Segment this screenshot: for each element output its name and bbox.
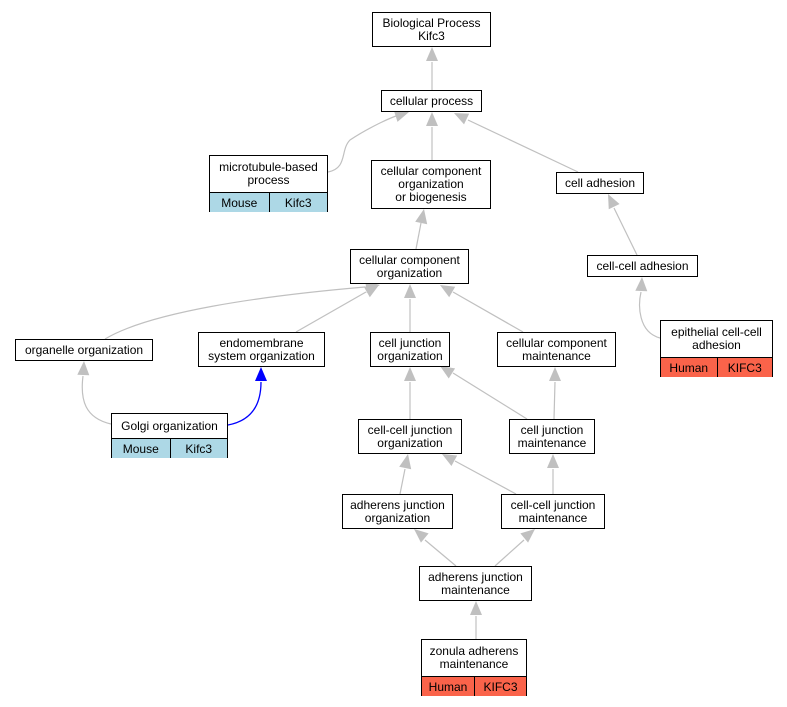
species-tag: Human — [661, 358, 717, 377]
e-cjm-ccm-arrowhead — [549, 367, 561, 381]
node-label: cellular process — [389, 93, 474, 108]
e-epi-cca-arrowhead — [635, 277, 648, 292]
e-ccob-cp-arrowhead — [426, 112, 438, 126]
node-cco[interactable]: cellular component organization — [350, 249, 469, 284]
e-cco-ccob-arrowhead — [415, 209, 428, 225]
node-cell-cell-adhesion[interactable]: cell-cell adhesion — [587, 255, 698, 277]
e-ccm-cco — [452, 291, 524, 333]
node-organelle[interactable]: organelle organization — [15, 339, 153, 361]
e-ajo-ccjo — [399, 468, 406, 495]
node-label: Golgi organization — [121, 418, 218, 433]
e-ca-cp-arrowhead — [454, 113, 470, 125]
e-cca-ca — [613, 207, 638, 256]
node-label: endomembrane system organization — [208, 335, 315, 363]
node-label: Biological Process Kifc3 — [382, 15, 481, 43]
e-endo-cco-arrowhead — [363, 285, 379, 298]
node-label: cell junction maintenance — [517, 422, 587, 450]
e-ccjm-ccjo-arrowhead — [442, 454, 458, 466]
e-ajm-ccjm-arrowhead — [520, 529, 535, 543]
species-tag: Mouse — [112, 439, 170, 458]
node-endomembrane[interactable]: endomembrane system organization — [198, 332, 325, 367]
e-golgi-endo-arrowhead — [255, 367, 267, 381]
node-label: cell adhesion — [564, 175, 636, 190]
e-ca-cp — [467, 119, 579, 173]
e-golgi-org — [81, 375, 112, 425]
e-zon-ajm-arrowhead — [470, 601, 482, 615]
e-mt-cp-arrowhead — [393, 110, 409, 122]
e-cjm-ccm — [553, 381, 556, 420]
node-label: cellular component maintenance — [506, 335, 607, 363]
e-ccjm-ccjo — [454, 460, 517, 495]
node-label: zonula adherens maintenance — [429, 644, 519, 671]
node-label: adherens junction maintenance — [428, 569, 523, 597]
node-cjo[interactable]: cell junction organization — [370, 332, 450, 367]
e-golgi-endo — [227, 381, 262, 426]
node-label: adherens junction organization — [350, 497, 445, 525]
e-golgi-org-arrowhead — [77, 361, 90, 376]
e-cp-root-arrowhead — [426, 47, 438, 61]
node-cellular-process[interactable]: cellular process — [381, 90, 482, 112]
node-root[interactable]: Biological Process Kifc3 — [372, 12, 491, 47]
e-mt-cp — [327, 115, 397, 173]
node-ccob[interactable]: cellular component organization or bioge… — [371, 160, 491, 209]
node-label: cellular component organization or bioge… — [380, 164, 482, 204]
gene-tag: KIFC3 — [474, 677, 526, 696]
node-cjm[interactable]: cell junction maintenance — [509, 419, 595, 454]
e-cjo-cco-arrowhead — [404, 284, 416, 298]
e-ccm-cco-arrowhead — [440, 285, 456, 298]
species-tag: Human — [422, 677, 474, 696]
node-ccjm[interactable]: cell-cell junction maintenance — [501, 494, 605, 529]
node-label: cell-cell junction organization — [367, 422, 453, 450]
node-label: cell-cell junction maintenance — [510, 497, 596, 525]
e-ajm-ccjm — [494, 539, 525, 567]
e-cca-ca-arrowhead — [608, 194, 620, 210]
e-org-cco — [104, 286, 366, 340]
e-ccjm-cjm-arrowhead — [547, 454, 559, 468]
node-cell-adhesion[interactable]: cell adhesion — [556, 172, 644, 194]
node-ccm[interactable]: cellular component maintenance — [497, 332, 616, 367]
species-tag: Mouse — [210, 193, 269, 212]
node-label: cell junction organization — [377, 335, 443, 363]
e-ajm-ajo — [424, 539, 457, 567]
node-ccjo[interactable]: cell-cell junction organization — [358, 419, 462, 454]
e-ccjo-cjo-arrowhead — [404, 367, 416, 381]
e-ajm-ajo-arrowhead — [414, 529, 429, 543]
node-label: organelle organization — [24, 342, 144, 357]
gene-tag: Kifc3 — [169, 439, 227, 458]
e-cjm-cjo-arrowhead — [440, 366, 456, 379]
node-ajm[interactable]: adherens junction maintenance — [419, 566, 532, 601]
e-cco-ccob — [415, 222, 422, 250]
node-label: microtubule-based process — [219, 160, 318, 187]
e-endo-cco — [295, 291, 367, 333]
e-epi-cca — [639, 291, 661, 339]
node-ajo[interactable]: adherens junction organization — [342, 494, 453, 529]
node-label: epithelial cell-cell adhesion — [671, 325, 762, 352]
node-label: cellular component organization — [359, 252, 460, 280]
e-cjm-cjo — [452, 372, 528, 420]
gene-tag: Kifc3 — [268, 193, 327, 212]
e-ajo-ccjo-arrowhead — [399, 454, 412, 470]
node-label: cell-cell adhesion — [596, 258, 689, 273]
gene-tag: KIFC3 — [716, 358, 772, 377]
